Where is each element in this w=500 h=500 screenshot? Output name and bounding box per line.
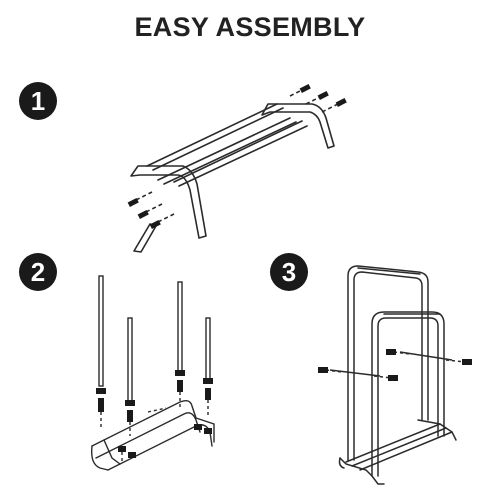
step-3-badge: 3 [270, 253, 308, 291]
step-2-badge: 2 [19, 253, 57, 291]
step-1-badge: 1 [19, 82, 57, 120]
page-title: EASY ASSEMBLY [134, 12, 366, 42]
